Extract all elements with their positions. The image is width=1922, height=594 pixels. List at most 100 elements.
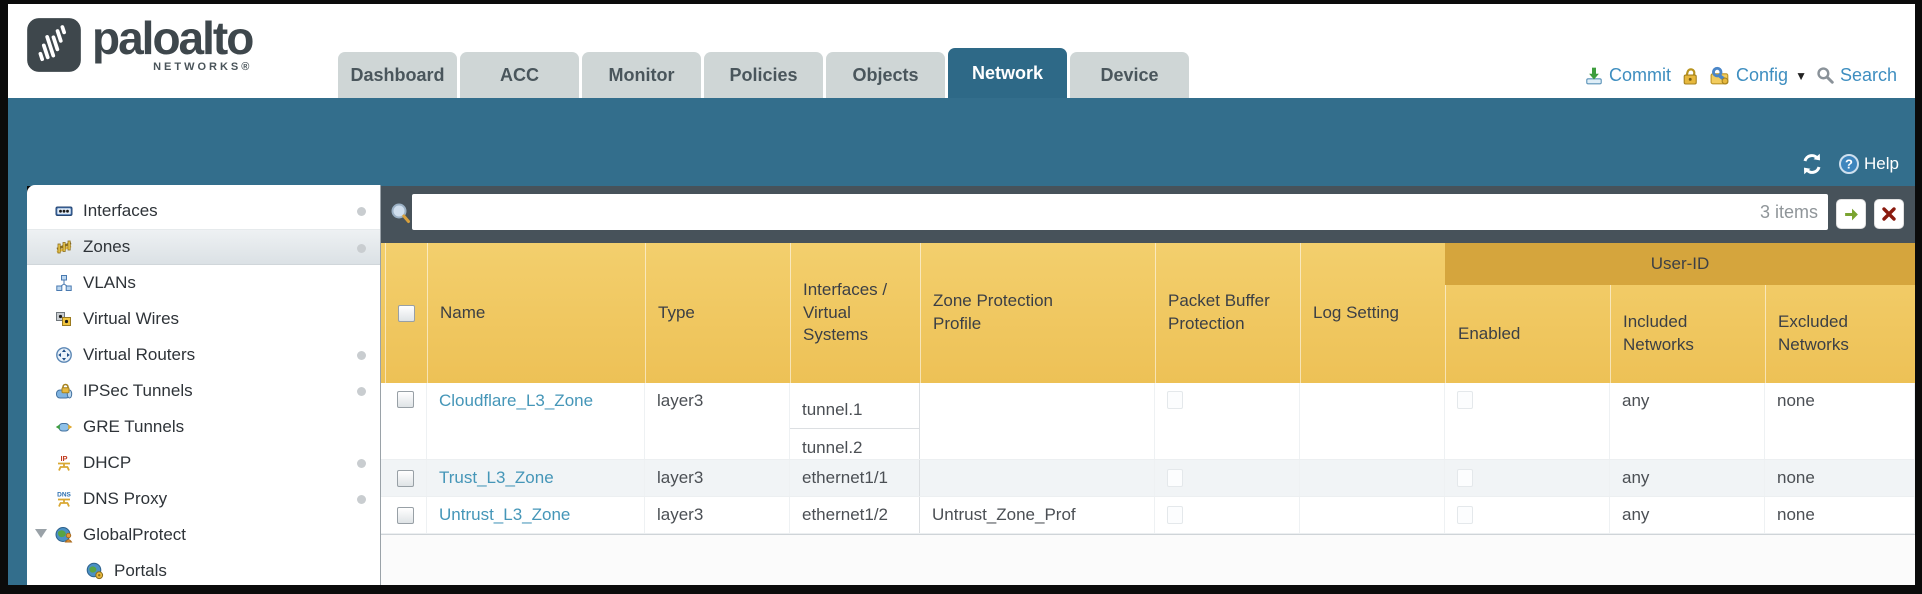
clear-filter-button[interactable] <box>1874 199 1904 229</box>
packet-buffer-protection-cell <box>1155 460 1300 496</box>
row-select-cell <box>385 460 427 496</box>
log-setting-cell <box>1300 497 1445 533</box>
row-checkbox[interactable] <box>397 391 414 408</box>
search-button[interactable]: Search <box>1816 65 1897 86</box>
svg-text:DNS: DNS <box>57 492 71 499</box>
table-bottom-border <box>381 534 1915 535</box>
row-select-cell <box>385 497 427 533</box>
zone-type-cell: layer3 <box>645 497 790 533</box>
help-icon: ? <box>1839 154 1860 174</box>
column-header-type[interactable]: Type <box>645 243 790 383</box>
table-row: Untrust_L3_Zone layer3 ethernet1/2 Untru… <box>381 497 1915 534</box>
sidebar-item-label: Zones <box>83 237 131 256</box>
column-header-included-networks[interactable]: Included Networks <box>1610 285 1765 383</box>
column-header-zone-protection-profile[interactable]: Zone Protection Profile <box>920 243 1155 383</box>
packet-buffer-protection-checkbox <box>1167 469 1183 487</box>
tab-objects[interactable]: Objects <box>826 52 945 98</box>
column-header-interfaces[interactable]: Interfaces / Virtual Systems <box>790 243 920 383</box>
user-id-enabled-cell <box>1445 497 1610 533</box>
sidebar-item-ipsec-tunnels[interactable]: IPSec Tunnels <box>27 373 380 409</box>
excluded-networks-cell: none <box>1765 497 1915 533</box>
sidebar-item-portals[interactable]: Portals <box>27 553 380 585</box>
filter-input[interactable]: 3 items <box>412 194 1828 230</box>
column-header-name[interactable]: Name <box>427 243 645 383</box>
band-actions: ? Help <box>1800 152 1899 176</box>
row-checkbox[interactable] <box>397 506 414 524</box>
logo-name: paloalto <box>92 12 254 64</box>
table-row: Cloudflare_L3_Zone layer3 tunnel.1 tunne… <box>381 383 1915 460</box>
status-dot <box>357 351 366 360</box>
table-header: User-ID Name Type Interfaces / Virtual S… <box>381 243 1915 383</box>
row-select-cell <box>385 383 427 459</box>
page-band: ? Help <box>8 98 1915 186</box>
sidebar-item-label: GlobalProtect <box>83 525 186 544</box>
tab-policies[interactable]: Policies <box>704 52 823 98</box>
zone-name-cell: Cloudflare_L3_Zone <box>427 383 645 459</box>
zone-name-cell: Untrust_L3_Zone <box>427 497 645 533</box>
tab-network[interactable]: Network <box>948 48 1067 98</box>
zones-icon <box>56 240 72 254</box>
config-label: Config <box>1736 65 1789 85</box>
user-id-enabled-cell <box>1445 460 1610 496</box>
zone-name-link[interactable]: Untrust_L3_Zone <box>439 505 571 524</box>
commit-button[interactable]: Commit <box>1584 65 1671 86</box>
zone-name-cell: Trust_L3_Zone <box>427 460 645 496</box>
sidebar-item-virtual-wires[interactable]: Virtual Wires <box>27 301 380 337</box>
help-label: Help <box>1864 154 1899 173</box>
zone-protection-profile-cell <box>920 460 1155 496</box>
user-id-enabled-checkbox <box>1457 506 1473 524</box>
sidebar-item-label: Portals <box>114 561 167 580</box>
sidebar-item-globalprotect[interactable]: GlobalProtect <box>27 517 380 553</box>
zone-protection-profile-cell: Untrust_Zone_Prof <box>920 497 1155 533</box>
sidebar-item-label: VLANs <box>83 273 136 292</box>
interface-item: ethernet1/2 <box>802 505 889 524</box>
tab-device[interactable]: Device <box>1070 52 1189 98</box>
packet-buffer-protection-checkbox <box>1167 391 1183 409</box>
apply-filter-button[interactable] <box>1836 199 1866 229</box>
clear-x-icon <box>1882 207 1896 221</box>
sidebar-item-interfaces[interactable]: Interfaces <box>27 193 380 229</box>
column-header-packet-buffer-protection[interactable]: Packet Buffer Protection <box>1155 243 1300 383</box>
virtual-wires-icon <box>56 312 71 326</box>
refresh-icon[interactable] <box>1800 152 1824 176</box>
help-button[interactable]: ? Help <box>1838 153 1899 175</box>
user-id-group-header: User-ID <box>1445 243 1915 285</box>
sidebar-item-vlans[interactable]: VLANs <box>27 265 380 301</box>
logo-subtitle: NETWORKS® <box>153 61 253 73</box>
filter-search-icon <box>391 203 410 223</box>
config-icon <box>1710 66 1729 84</box>
packet-buffer-protection-cell <box>1155 497 1300 533</box>
config-menu[interactable]: Config ▼ <box>1709 65 1807 86</box>
tab-monitor[interactable]: Monitor <box>582 52 701 98</box>
interfaces-cell: ethernet1/1 <box>790 460 920 496</box>
packet-buffer-protection-checkbox <box>1167 506 1183 524</box>
sidebar-item-zones[interactable]: Zones <box>27 229 380 265</box>
zone-name-link[interactable]: Cloudflare_L3_Zone <box>439 391 594 410</box>
sidebar-item-label: GRE Tunnels <box>83 417 185 436</box>
sidebar-item-dhcp[interactable]: IP DHCP <box>27 445 380 481</box>
lock-icon[interactable] <box>1680 66 1700 86</box>
zone-name-link[interactable]: Trust_L3_Zone <box>439 468 554 487</box>
tab-dashboard[interactable]: Dashboard <box>338 52 457 98</box>
tab-acc[interactable]: ACC <box>460 52 579 98</box>
status-dot <box>357 459 366 468</box>
sidebar-item-dns-proxy[interactable]: DNS DNS Proxy <box>27 481 380 517</box>
svg-text:?: ? <box>1845 157 1853 172</box>
column-header-log-setting[interactable]: Log Setting <box>1300 243 1445 383</box>
utility-bar: Commit Config ▼ <box>1584 65 1897 86</box>
sidebar: Interfaces Zones VLANs <box>27 185 381 585</box>
select-all-checkbox[interactable] <box>398 304 415 322</box>
top-bar: paloalto NETWORKS® Dashboard ACC Monitor… <box>8 4 1915 98</box>
sidebar-item-virtual-routers[interactable]: Virtual Routers <box>27 337 380 373</box>
gre-tunnels-icon <box>55 423 73 432</box>
user-id-enabled-checkbox <box>1457 391 1473 409</box>
sidebar-item-gre-tunnels[interactable]: GRE Tunnels <box>27 409 380 445</box>
column-header-excluded-networks[interactable]: Excluded Networks <box>1765 285 1915 383</box>
sidebar-item-label: DNS Proxy <box>83 489 168 508</box>
column-header-enabled[interactable]: Enabled <box>1445 285 1610 383</box>
row-checkbox[interactable] <box>397 469 414 487</box>
interfaces-cell: tunnel.1 tunnel.2 <box>790 383 920 459</box>
paloalto-logo: paloalto NETWORKS® <box>26 12 254 73</box>
expander-triangle-icon[interactable] <box>35 529 47 538</box>
